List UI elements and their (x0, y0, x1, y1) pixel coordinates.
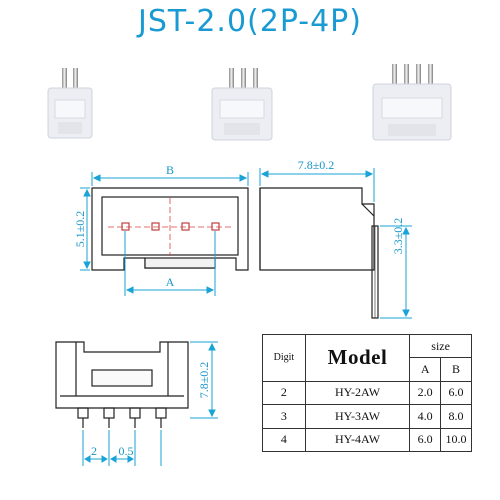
dimension-height-bottom-label: 7.8±0.2 (197, 362, 211, 399)
photo-3p-connector (211, 68, 273, 141)
dimension-b (91, 172, 249, 186)
table-row: 2 HY-2AW 2.0 6.0 (262, 380, 472, 406)
row-digit: 3 (262, 404, 306, 429)
dimension-a-label: A (166, 275, 175, 289)
dimension-pin-height (380, 225, 412, 319)
front-view (91, 187, 249, 271)
dimension-pin-height-label: 3.3±0.2 (391, 218, 405, 255)
header-size: size (409, 333, 472, 359)
header-model: Model (304, 334, 411, 382)
row-digit: 2 (262, 380, 306, 406)
photo-2p-connector (47, 68, 93, 139)
dimension-pitch (82, 430, 162, 466)
photo-4p-connector (372, 64, 452, 141)
header-b: B (440, 357, 472, 382)
header-a: A (409, 357, 442, 382)
side-view (259, 187, 379, 319)
dimension-pin-width-label: 0.5 (119, 444, 134, 458)
dimension-height-front (80, 187, 91, 271)
row-b: 8.0 (440, 404, 472, 429)
header-digit: Digit (262, 334, 306, 382)
bottom-view (55, 341, 189, 428)
dimension-height-bottom (190, 341, 218, 419)
table-row: 4 HY-4AW 6.0 10.0 (262, 427, 472, 453)
row-model: HY-2AW (304, 380, 411, 406)
row-b: 10.0 (440, 427, 472, 453)
row-a: 4.0 (409, 404, 442, 429)
dimension-depth-side-label: 7.8±0.2 (298, 158, 335, 172)
row-a: 2.0 (409, 380, 442, 406)
row-model: HY-4AW (304, 427, 411, 453)
dimension-height-front-label: 5.1±0.2 (73, 211, 87, 248)
row-a: 6.0 (409, 427, 442, 453)
table-row: 3 HY-3AW 4.0 8.0 (262, 404, 472, 429)
row-digit: 4 (262, 427, 306, 453)
row-b: 6.0 (440, 380, 472, 406)
size-table: Digit Model size A B 2 HY-2AW 2.0 6.0 3 … (262, 333, 472, 453)
dimension-a (124, 231, 216, 296)
row-model: HY-3AW (304, 404, 411, 429)
page-title: JST-2.0(2P-4P) (138, 4, 362, 39)
dimension-pitch-label: 2 (91, 444, 97, 458)
dimension-b-label: B (166, 163, 174, 177)
dimension-depth-side (259, 168, 375, 202)
